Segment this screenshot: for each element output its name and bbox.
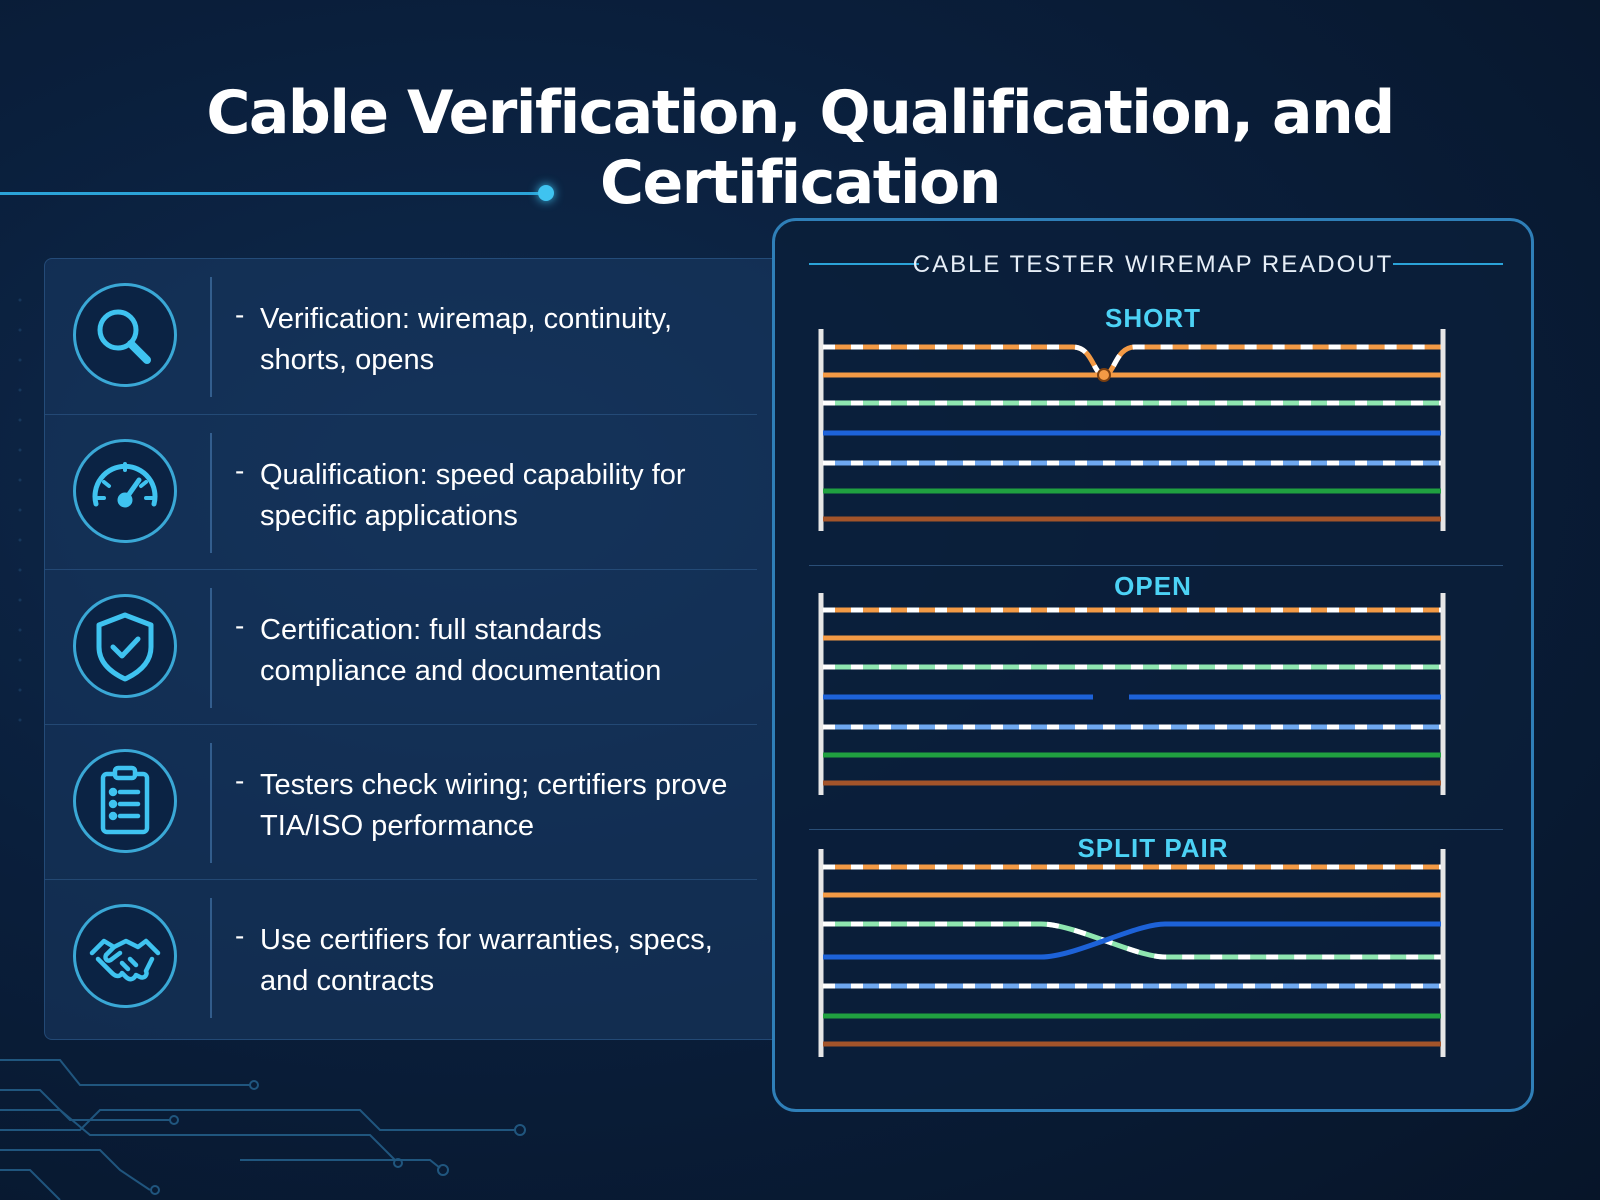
section-divider xyxy=(809,829,1503,830)
row-divider xyxy=(210,898,212,1018)
wiremap-open xyxy=(818,593,1446,795)
list-item-certifiers: - Use certifiers for warranties, specs, … xyxy=(45,879,757,1035)
wiremap-short xyxy=(818,329,1446,531)
list-item-certification: - Certification: full standards complian… xyxy=(45,569,757,725)
bullet-dash: - xyxy=(235,920,245,951)
shield-check-icon xyxy=(73,594,177,698)
wire-1 xyxy=(823,344,1441,378)
title-underline xyxy=(0,192,548,195)
list-item-text: Testers check wiring; certifiers prove T… xyxy=(260,769,728,842)
bullet-dash: - xyxy=(235,610,245,641)
readout-title: CABLE TESTER WIREMAP READOUT xyxy=(912,251,1394,278)
magnifier-icon xyxy=(73,283,177,387)
list-item-text: Qualification: speed capability for spec… xyxy=(260,459,686,532)
clipboard-checklist-icon xyxy=(73,749,177,853)
title-underline-dot xyxy=(538,185,554,201)
section-label-split-pair: SPLIT PAIR xyxy=(1077,833,1229,863)
list-item-qualification: - Qualification: speed capability for sp… xyxy=(45,414,757,570)
readout-title-rule-right xyxy=(1393,263,1503,265)
list-item-testers: - Testers check wiring; certifiers prove… xyxy=(45,724,757,880)
bullet-dash: - xyxy=(235,455,245,486)
list-item-text: Verification: wiremap, continuity, short… xyxy=(260,303,673,376)
handshake-icon xyxy=(73,904,177,1008)
section-divider xyxy=(809,565,1503,566)
wiremap-readout-panel: CABLE TESTER WIREMAP READOUT SHORT OPEN … xyxy=(772,218,1534,1112)
list-item-text: Certification: full standards compliance… xyxy=(260,614,662,687)
short-fault-marker xyxy=(1097,368,1111,382)
feature-list-panel: - Verification: wiremap, continuity, sho… xyxy=(44,258,773,1040)
list-item-verification: - Verification: wiremap, continuity, sho… xyxy=(45,259,757,414)
wiremap-diagram xyxy=(818,329,1446,1057)
list-item-text: Use certifiers for warranties, specs, an… xyxy=(260,924,713,997)
bullet-dash: - xyxy=(235,299,245,330)
row-divider xyxy=(210,743,212,863)
section-label-open: OPEN xyxy=(1114,571,1192,601)
readout-title-rule-left xyxy=(809,263,919,265)
section-label-short: SHORT xyxy=(1105,303,1201,333)
row-divider xyxy=(210,433,212,553)
row-divider xyxy=(210,588,212,708)
speedometer-icon xyxy=(73,439,177,543)
wire-1-stripe xyxy=(823,344,1441,378)
bullet-dash: - xyxy=(235,765,245,796)
page-title: Cable Verification, Qualification, and C… xyxy=(206,78,1395,218)
row-divider xyxy=(210,277,212,397)
wire-4 xyxy=(823,921,1441,960)
wiremap-split-pair xyxy=(818,849,1446,1057)
